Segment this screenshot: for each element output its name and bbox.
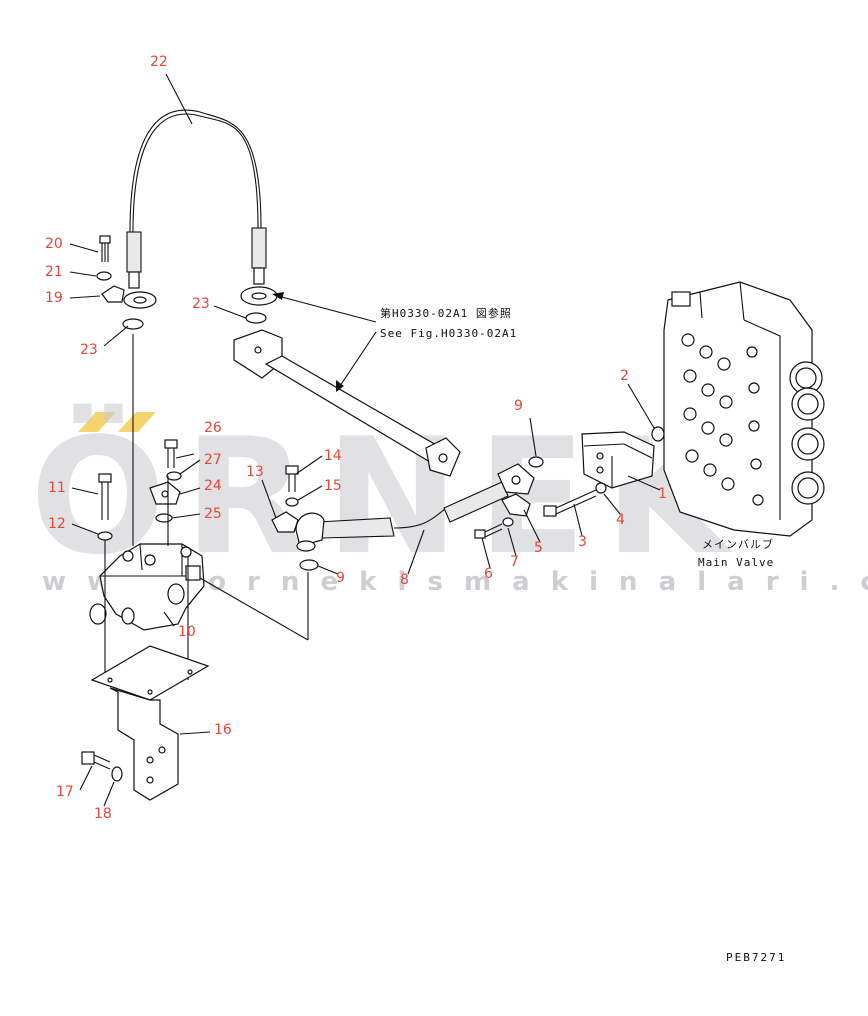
o-ring-9-left xyxy=(299,559,319,571)
part-number-12: 12 xyxy=(48,516,66,532)
part-number-6: 6 xyxy=(484,566,493,582)
hose-8 xyxy=(317,481,509,539)
reference-leaders xyxy=(272,292,377,392)
part-number-8: 8 xyxy=(400,572,409,588)
part-number-13: 13 xyxy=(246,464,264,480)
washer-18 xyxy=(111,766,123,782)
o-ring-2 xyxy=(651,426,665,442)
o-ring-9-right xyxy=(528,456,544,468)
flange-hose-end xyxy=(240,286,278,306)
part-number-labels: 22 20 21 19 23 23 26 27 24 25 11 12 13 1… xyxy=(45,54,667,822)
part-number-11: 11 xyxy=(48,480,66,496)
bolt-14 xyxy=(285,465,299,492)
part-number-16: 16 xyxy=(214,722,232,738)
part-number-2: 2 xyxy=(620,368,629,384)
part-number-23-left: 23 xyxy=(80,342,98,358)
part-number-18: 18 xyxy=(94,806,112,822)
main-valve-label-en: Main Valve xyxy=(698,556,774,569)
bolt-17 xyxy=(81,751,111,770)
washer-15 xyxy=(285,497,299,507)
flange-5 xyxy=(497,463,535,495)
watermark-accent-shape xyxy=(78,412,116,432)
main-valve-label-jp: メインバルブ xyxy=(702,537,774,551)
washer-21 xyxy=(96,271,112,281)
drawing-code: PEB7271 xyxy=(726,951,786,964)
part-number-21: 21 xyxy=(45,264,63,280)
main-valve xyxy=(663,281,825,537)
part-number-24: 24 xyxy=(204,478,222,494)
bracket-16 xyxy=(90,645,210,801)
bolt-20 xyxy=(99,235,111,262)
part-number-5: 5 xyxy=(534,540,543,556)
washer-7 xyxy=(502,517,514,527)
control-valve-10 xyxy=(89,543,205,631)
watermark-accent-shape xyxy=(118,412,156,432)
part-number-23-right: 23 xyxy=(192,296,210,312)
reference-en: See Fig.H0330-02A1 xyxy=(380,327,517,340)
split-flange-19 xyxy=(101,285,157,309)
part-number-1: 1 xyxy=(658,486,667,502)
part-number-22: 22 xyxy=(150,54,168,70)
reference-jp: 第H0330-02A1 図参照 xyxy=(380,306,512,320)
part-number-15: 15 xyxy=(324,478,342,494)
part-number-17: 17 xyxy=(56,784,74,800)
label-leaders xyxy=(69,73,661,807)
washer-12 xyxy=(97,531,113,541)
part-number-3: 3 xyxy=(578,534,587,550)
o-ring-25 xyxy=(155,513,173,523)
part-number-7: 7 xyxy=(510,554,519,570)
o-ring-23-right xyxy=(245,312,267,324)
part-number-20: 20 xyxy=(45,236,63,252)
part-number-14: 14 xyxy=(324,448,342,464)
pipe-assembly xyxy=(233,329,461,477)
split-flange-5 xyxy=(501,493,531,517)
washer-27 xyxy=(166,471,182,481)
part-number-9-right: 9 xyxy=(514,398,523,414)
bolt-3 xyxy=(543,489,597,517)
flange-24 xyxy=(149,481,181,505)
split-flange-13 xyxy=(271,511,299,533)
part-number-4: 4 xyxy=(616,512,625,528)
part-number-27-visible: 27 xyxy=(204,452,222,468)
hose-22 xyxy=(126,109,267,289)
part-number-26: 26 xyxy=(204,420,222,436)
part-number-9-left: 9 xyxy=(336,570,345,586)
bolt-26 xyxy=(164,439,178,468)
bolt-11 xyxy=(98,473,112,520)
block-1 xyxy=(581,431,655,489)
bolt-6 xyxy=(474,523,503,539)
part-number-10: 10 xyxy=(178,624,196,640)
part-number-19: 19 xyxy=(45,290,63,306)
part-number-25: 25 xyxy=(204,506,222,522)
